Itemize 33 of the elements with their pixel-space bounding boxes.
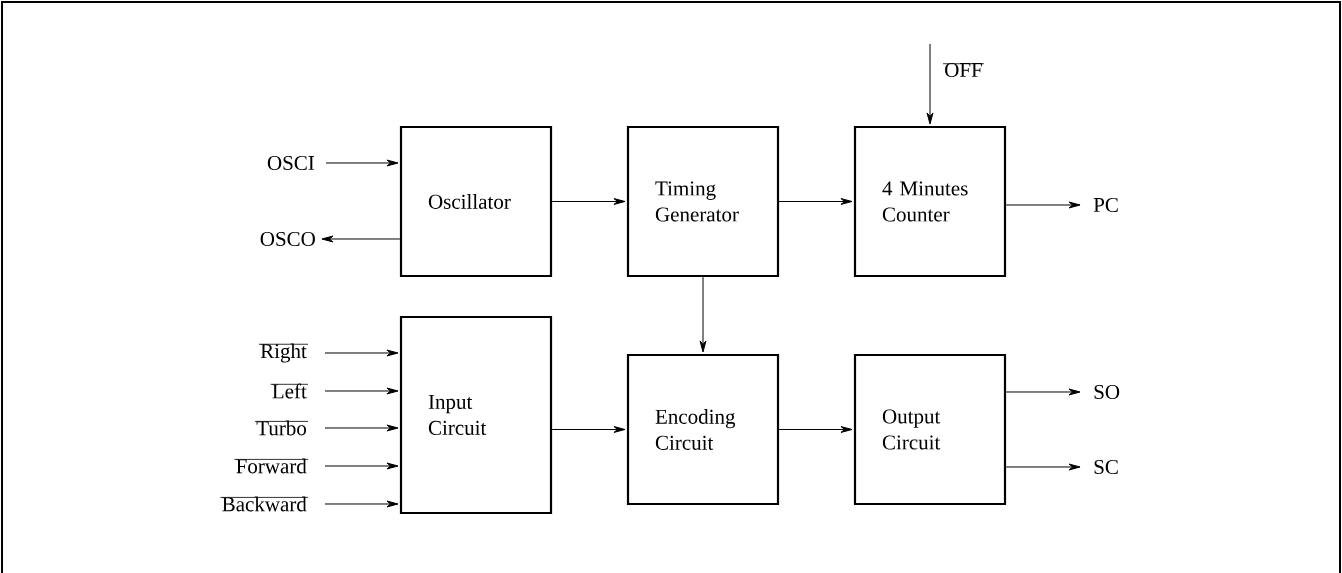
signal-label: Right: [258, 343, 309, 363]
signal-label: OSCO: [260, 231, 315, 247]
arrow: [551, 198, 626, 205]
arrow: [324, 462, 399, 470]
arrow: [324, 349, 399, 357]
arrow: [1005, 463, 1081, 471]
arrow: [778, 198, 853, 205]
arrow: [324, 424, 399, 432]
arrow: [699, 276, 707, 353]
signal-label: Forward: [234, 458, 309, 474]
arrow: [321, 235, 401, 243]
block-box: Output Circuit: [853, 353, 1007, 506]
arrow: [926, 43, 934, 125]
block-box: Timing Generator: [626, 125, 780, 278]
signal-label: SC: [1094, 459, 1118, 475]
arrow: [778, 426, 853, 433]
block-box: Input Circuit: [399, 315, 553, 515]
block-box: 4 Minutes Counter: [853, 125, 1007, 278]
signal-label: Turbo: [254, 420, 309, 436]
signal-label: OFF: [942, 62, 985, 78]
arrow: [324, 500, 399, 508]
signal-label: Left: [270, 383, 309, 399]
arrow: [1005, 201, 1081, 209]
block-box: Oscillator: [399, 125, 553, 278]
signal-label: Backward: [220, 496, 309, 512]
signal-label: OSCI: [267, 155, 315, 171]
signal-label: PC: [1093, 197, 1118, 213]
signal-label: SO: [1094, 384, 1120, 400]
arrow: [325, 159, 399, 167]
arrow: [324, 387, 399, 395]
arrow: [551, 426, 626, 433]
arrow: [1005, 388, 1081, 396]
block-box: Encoding Circuit: [626, 353, 780, 506]
